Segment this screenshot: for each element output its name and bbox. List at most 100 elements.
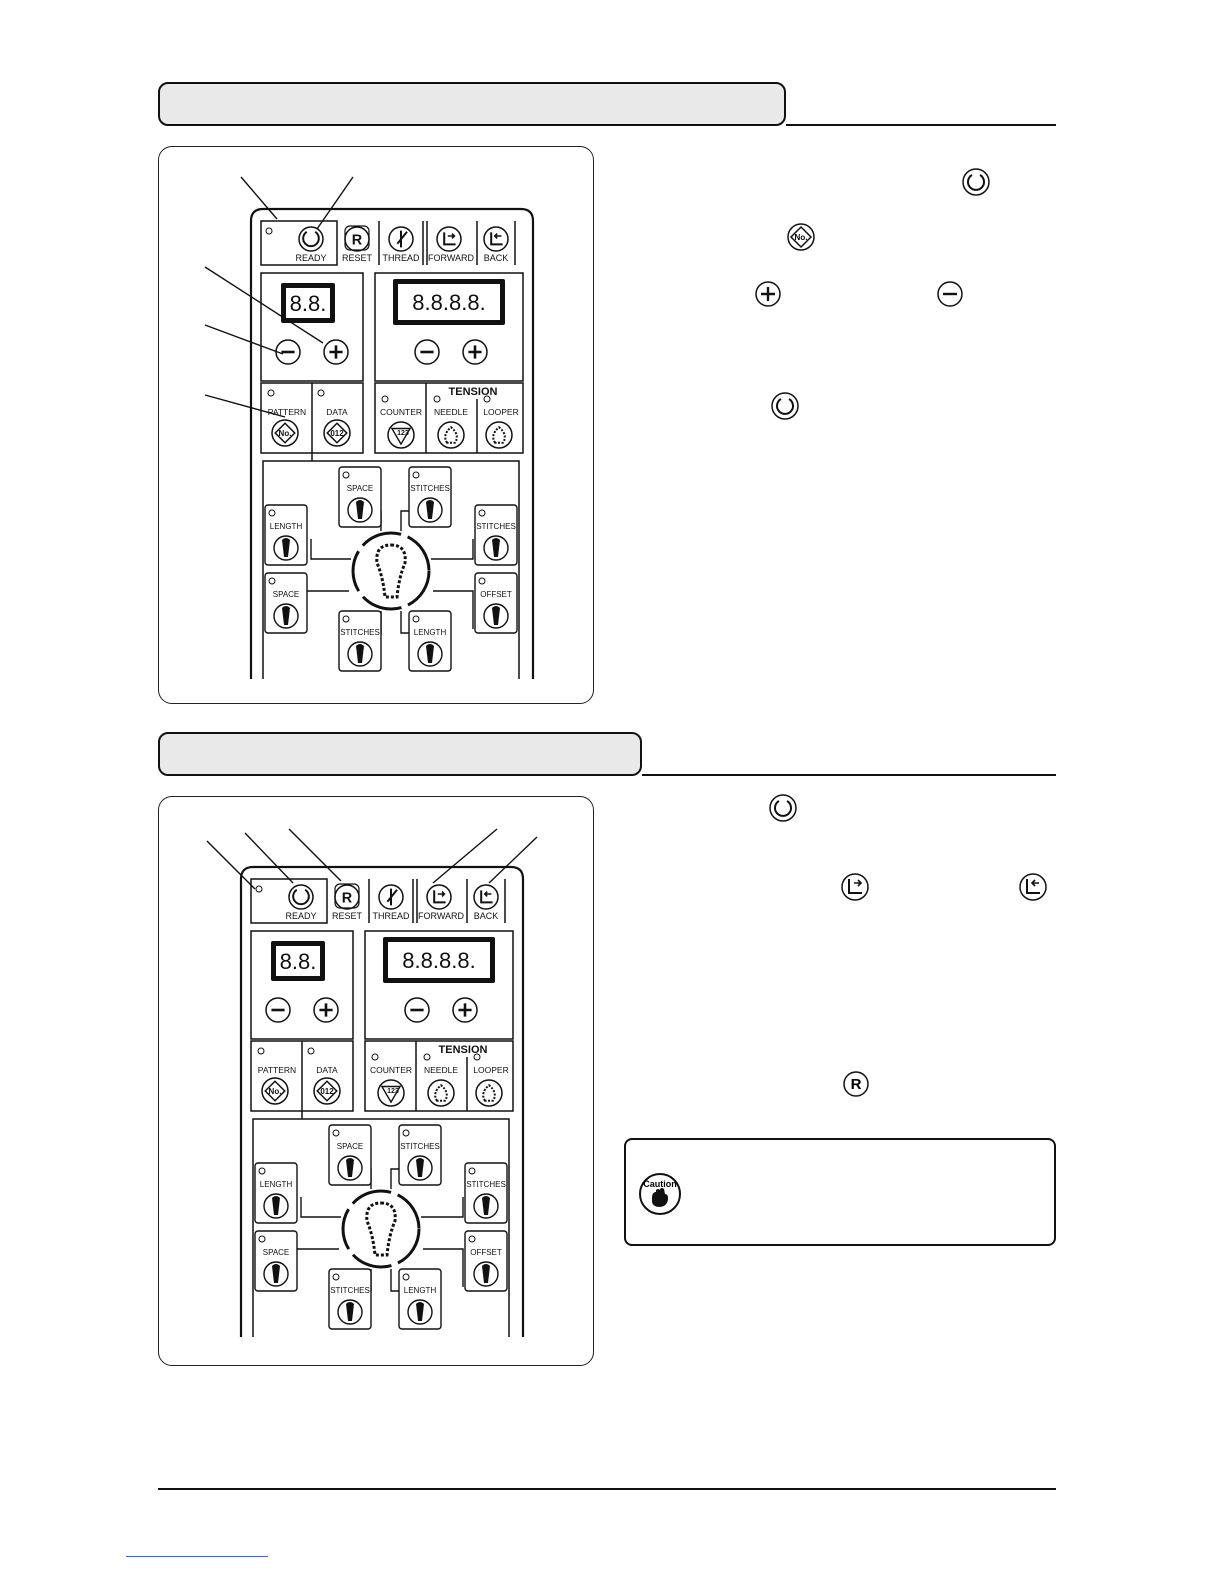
fig1-leader-line-2 bbox=[204, 266, 324, 344]
fig2-stitches-bottom-label: STITCHES bbox=[330, 1286, 370, 1295]
fig1-right-display-box bbox=[374, 272, 524, 382]
fig2-looper-button bbox=[475, 1079, 503, 1107]
fig1-length-left-label: LENGTH bbox=[270, 522, 303, 531]
reset-key-icon: R bbox=[843, 1071, 869, 1097]
fig1-space-top-glyph bbox=[356, 500, 364, 519]
fig2-data-led bbox=[307, 1047, 315, 1055]
section-1-header bbox=[158, 82, 786, 126]
fig1-forward-button-glyph bbox=[443, 232, 456, 246]
fig2-stitches-top-led bbox=[402, 1129, 410, 1137]
fig2-needle-button-glyph bbox=[434, 1083, 448, 1102]
fig1-looper-button-glyph bbox=[492, 425, 506, 444]
fig2-stitches-bottom-led bbox=[332, 1273, 340, 1281]
fig2-right-plus-button-glyph bbox=[458, 1003, 472, 1017]
fig1-pattern-button-glyph bbox=[274, 422, 296, 444]
fig2-leader-line-0 bbox=[206, 840, 256, 890]
fig2-stitches-top-label: STITCHES bbox=[400, 1142, 440, 1151]
fig1-needle-led bbox=[433, 395, 441, 403]
fig2-leader-line-3 bbox=[432, 828, 498, 884]
fig1-pattern-button bbox=[271, 419, 299, 447]
fig1-program-display-window bbox=[286, 288, 330, 318]
footer-rule bbox=[158, 1488, 1056, 1490]
fig1-space-top-label: SPACE bbox=[347, 484, 374, 493]
fig1-buttonhole-dial bbox=[351, 531, 431, 611]
fig1-looper-label: LOOPER bbox=[483, 407, 518, 417]
fig2-space-left-label: SPACE bbox=[263, 1248, 290, 1257]
fig1-length-bottom-glyph bbox=[426, 644, 434, 663]
fig2-length-bottom-glyph bbox=[416, 1302, 424, 1321]
fig1-pattern-key-text: No. bbox=[279, 429, 292, 438]
fig1-data-button bbox=[323, 419, 351, 447]
fig2-program-display-window bbox=[276, 946, 320, 976]
fig1-needle-button bbox=[437, 421, 465, 449]
fig1-stitches-bottom-label: STITCHES bbox=[340, 628, 380, 637]
fig2-length-left-led bbox=[258, 1167, 266, 1175]
fig1-stitches-right-label: STITCHES bbox=[476, 522, 516, 531]
fig2-buttonhole-dial bbox=[341, 1189, 421, 1269]
fig2-counter-led bbox=[371, 1053, 379, 1061]
fig2-forward-button-glyph bbox=[433, 890, 446, 904]
fig2-length-left-label: LENGTH bbox=[260, 1180, 293, 1189]
forward-key-icon bbox=[841, 873, 869, 901]
fig1-connector-line-5 bbox=[400, 510, 411, 531]
fig2-connector-line-1 bbox=[421, 1197, 464, 1218]
fig1-leader-line-4 bbox=[204, 394, 286, 418]
fig1-shape-area bbox=[262, 460, 520, 679]
fig1-tension-label: TENSION bbox=[449, 386, 498, 398]
ready-key-icon bbox=[962, 168, 990, 196]
no-key-text: No. bbox=[795, 233, 808, 242]
fig1-leader-line-3 bbox=[204, 324, 284, 355]
ready-key-icon-2 bbox=[771, 392, 799, 420]
fig1-needle-button-glyph bbox=[444, 425, 458, 444]
fig1-data-label: DATA bbox=[326, 407, 348, 417]
fig1-space-left-label: SPACE bbox=[273, 590, 300, 599]
fig1-space-left-glyph bbox=[282, 606, 290, 625]
section-1-rule bbox=[786, 124, 1056, 126]
fig2-left-plus-button-glyph bbox=[319, 1003, 333, 1017]
fig2-looper-led bbox=[473, 1053, 481, 1061]
fig2-buttonhole-shape bbox=[365, 1201, 397, 1257]
footer-link-underline bbox=[126, 1556, 268, 1557]
caution-label: Caution bbox=[643, 1179, 677, 1189]
fig1-back-button-glyph bbox=[490, 232, 503, 246]
fig2-value-display-digits: 8.8.8.8. bbox=[402, 948, 475, 973]
r-key-text: R bbox=[851, 1076, 862, 1093]
fig2-pattern-label: PATTERN bbox=[258, 1065, 296, 1075]
fig2-looper-button-glyph bbox=[482, 1083, 496, 1102]
fig1-offset-right-label: OFFSET bbox=[480, 590, 512, 599]
fig1-connector-line-1 bbox=[431, 539, 474, 560]
fig2-offset-right-label: OFFSET bbox=[470, 1248, 502, 1257]
fig2-space-top-glyph bbox=[346, 1158, 354, 1177]
fig2-connector-line-0 bbox=[300, 1197, 341, 1218]
fig1-data-led bbox=[317, 389, 325, 397]
fig1-leader-line-1 bbox=[316, 176, 354, 230]
fig2-counter-label: COUNTER bbox=[370, 1065, 412, 1075]
fig1-pattern-led bbox=[267, 389, 275, 397]
fig1-length-left-led bbox=[268, 509, 276, 517]
fig1-stitches-top-label: STITCHES bbox=[410, 484, 450, 493]
fig2-looper-label: LOOPER bbox=[473, 1065, 508, 1075]
fig1-looper-button bbox=[485, 421, 513, 449]
fig2-panel-outline bbox=[239, 865, 525, 1337]
fig2-stitches-bottom-glyph bbox=[346, 1302, 354, 1321]
fig1-back-button-arrow bbox=[493, 233, 502, 239]
fig2-connector-line-3 bbox=[423, 1248, 464, 1287]
fig1-forward-button bbox=[436, 226, 462, 252]
fig1-data-button-glyph bbox=[326, 422, 348, 444]
fig2-stitches-right-label: STITCHES bbox=[466, 1180, 506, 1189]
fig2-length-left-glyph bbox=[272, 1196, 280, 1215]
fig1-stitches-top-led bbox=[412, 471, 420, 479]
caution-hand-icon: Caution bbox=[639, 1173, 681, 1215]
fig2-data-button-glyph bbox=[316, 1080, 338, 1102]
fig2-needle-led bbox=[423, 1053, 431, 1061]
fig1-length-bottom-led bbox=[412, 615, 420, 623]
fig2-left-display-box bbox=[250, 930, 354, 1040]
fig1-reset-button-glyph: R bbox=[352, 232, 363, 248]
fig1-forward-label: FORWARD bbox=[428, 253, 474, 263]
fig2-data-button bbox=[313, 1077, 341, 1105]
fig2-tension-label: TENSION bbox=[439, 1044, 488, 1056]
